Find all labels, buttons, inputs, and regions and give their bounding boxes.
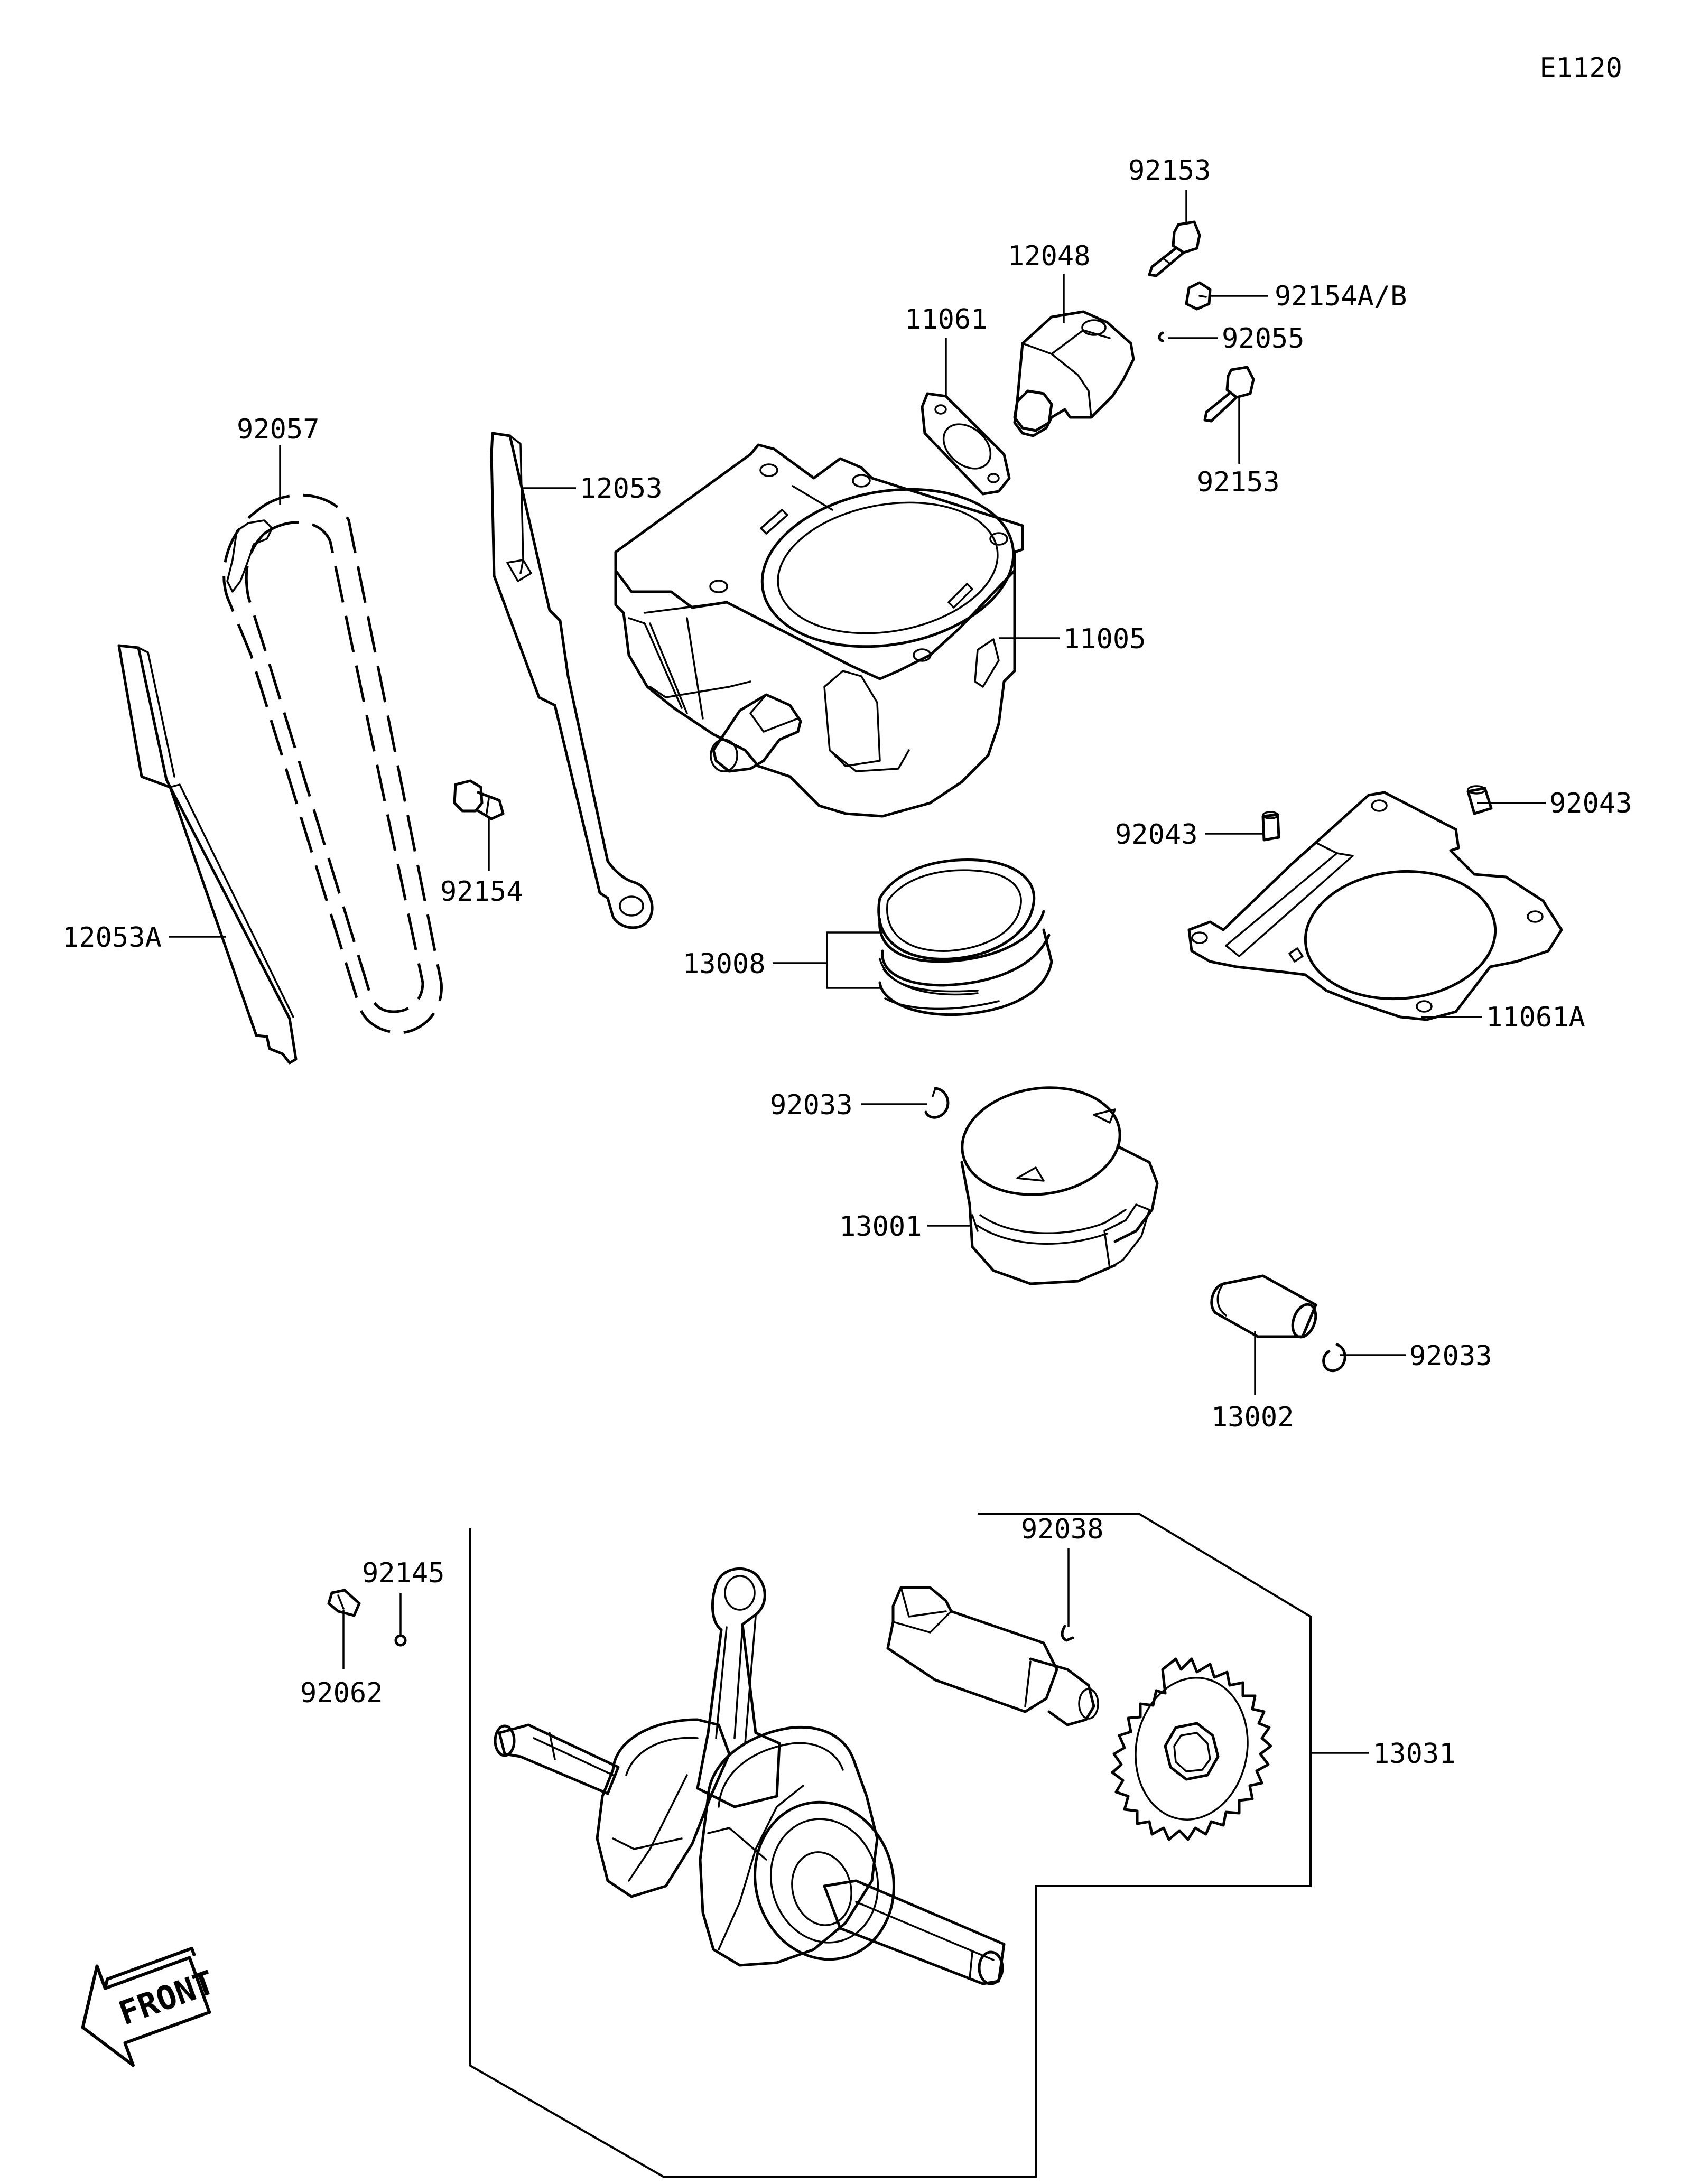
- callout-92043-right: 92043: [1549, 788, 1632, 819]
- crankshaft-13031[interactable]: [494, 1567, 1006, 1985]
- callout-11061a: 11061A: [1486, 1002, 1585, 1033]
- tensioner-12048[interactable]: [1013, 310, 1135, 437]
- diagram-code: E1120: [1539, 52, 1622, 84]
- callout-12053: 12053: [580, 473, 663, 505]
- callout-92062: 92062: [300, 1677, 383, 1709]
- leader-lines: [169, 190, 1546, 1754]
- gasket-11061a[interactable]: [1187, 791, 1563, 1021]
- bolt-92153-top[interactable]: [1148, 220, 1201, 277]
- piston-13001[interactable]: [955, 1078, 1159, 1285]
- callout-92055: 92055: [1222, 323, 1305, 354]
- callout-labels: 92153 12048 92154A/B 92055 11061 92153 9…: [62, 155, 1632, 1770]
- callout-92145: 92145: [362, 1557, 445, 1589]
- circlip-92033-left[interactable]: [924, 1087, 950, 1119]
- piston-pin-13002[interactable]: [1210, 1274, 1320, 1340]
- washer-92154ab[interactable]: [1185, 281, 1212, 311]
- gasket-11061[interactable]: [921, 392, 1011, 496]
- callout-92153-bottom: 92153: [1197, 466, 1280, 498]
- front-arrow: FRONT: [81, 1947, 219, 2067]
- ring-92145[interactable]: [394, 1634, 407, 1647]
- callout-12048: 12048: [1008, 240, 1091, 272]
- part-92062[interactable]: [327, 1589, 361, 1617]
- dowel-pin-92043-right[interactable]: [1466, 785, 1493, 815]
- callout-12053a: 12053A: [62, 922, 162, 954]
- piston-rings-13008[interactable]: [877, 858, 1053, 1016]
- bolt-92153-bottom[interactable]: [1203, 366, 1255, 423]
- callout-92154: 92154: [440, 876, 523, 908]
- gear-13031[interactable]: [1111, 1657, 1272, 1841]
- callout-92043-left: 92043: [1115, 819, 1198, 851]
- ring-92055[interactable]: [1158, 331, 1164, 342]
- crankshaft-assembly-bracket: [469, 1513, 1312, 2178]
- callout-92033-right: 92033: [1409, 1340, 1492, 1372]
- callout-92038: 92038: [1021, 1514, 1104, 1545]
- callout-11061: 11061: [905, 304, 988, 335]
- sprocket-shaft-13031[interactable]: [886, 1586, 1099, 1726]
- callout-13008: 13008: [683, 948, 766, 980]
- cylinder-11005[interactable]: [614, 443, 1026, 818]
- callout-92057: 92057: [237, 414, 320, 445]
- chain-guide-12053[interactable]: [490, 432, 654, 929]
- callout-92154ab: 92154A/B: [1275, 281, 1407, 312]
- callout-92153-top: 92153: [1128, 155, 1211, 186]
- circlip-92033-right[interactable]: [1322, 1343, 1346, 1372]
- dowel-pin-92043-left[interactable]: [1261, 811, 1280, 842]
- cam-chain-92057[interactable]: [222, 493, 443, 1034]
- callout-13002: 13002: [1211, 1402, 1294, 1433]
- key-92038[interactable]: [1061, 1625, 1074, 1642]
- callout-13031: 13031: [1373, 1738, 1456, 1770]
- chain-guide-12053a[interactable]: [117, 644, 298, 1065]
- callout-92033-left: 92033: [770, 1089, 853, 1121]
- callout-13001: 13001: [839, 1211, 922, 1243]
- callout-11005: 11005: [1063, 623, 1146, 655]
- bolt-92154[interactable]: [453, 779, 505, 820]
